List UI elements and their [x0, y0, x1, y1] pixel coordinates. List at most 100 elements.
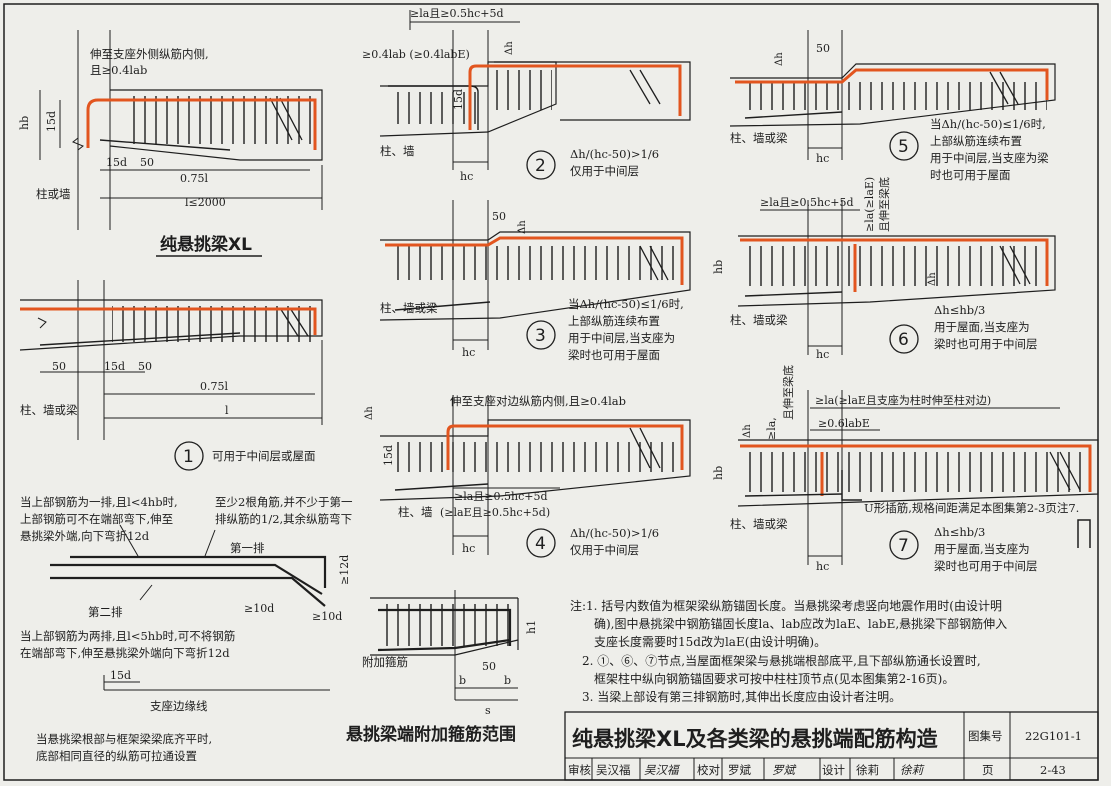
- fig-5-50: 50: [816, 42, 830, 55]
- fig-7-line2: 用于屋面,当支座为: [934, 542, 1030, 556]
- fig-stirrup-s: s: [485, 704, 491, 717]
- title-block-designer: 徐莉: [856, 763, 879, 777]
- fig-3-line3: 用于中间层,当支座为: [568, 331, 675, 345]
- notes-line5: 框架柱中纵向钢筋锚固要求可按中柱柱顶节点(见本图集第2-16页)。: [594, 671, 954, 686]
- fig-top-left-dim-50: 50: [140, 156, 154, 169]
- fig-2-number: 2: [535, 156, 546, 176]
- fig-3-hc: hc: [462, 346, 475, 359]
- fig-7-hc: hc: [816, 560, 829, 573]
- fig-2-15d: 15d: [452, 89, 465, 110]
- fig-7-delta: Δh: [742, 424, 753, 438]
- fig-2-hc: hc: [460, 170, 473, 183]
- fig-4: [379, 395, 691, 555]
- fig-2-top-dim: ≥la且≥0.5hc+5d: [410, 7, 504, 20]
- fig-7-vert-1: ≥la,: [765, 417, 778, 440]
- fig-1-dim-50b: 50: [138, 360, 152, 373]
- fig-bars-two-2: 在端部弯下,伸至悬挑梁外端向下弯折12d: [20, 646, 230, 660]
- fig-bars-edge: 支座边缘线: [150, 699, 208, 713]
- title-block-designer-sig: 徐莉: [900, 763, 925, 777]
- fig-top-left-note-1: 伸至支座外侧纵筋内侧,: [90, 47, 209, 61]
- fig-5-line4: 时也可用于屋面: [930, 168, 1011, 182]
- fig-4-top-note: 伸至支座对边纵筋内侧,且≥0.4lab: [450, 394, 626, 408]
- fig-bars-bottom-2: 底部相同直径的纵筋可拉通设置: [36, 749, 197, 763]
- fig-6-delta: Δh: [927, 272, 938, 286]
- notes-line3: 支座长度需要时15d改为laE(由设计明确)。: [594, 634, 826, 649]
- fig-stirrup-50: 50: [482, 660, 496, 673]
- title-block-atlas-no: 22G101-1: [1025, 729, 1082, 743]
- title-block-design-label: 设计: [822, 763, 845, 777]
- fig-top-left-dim-15d: 15d: [45, 111, 58, 132]
- fig-7-number: 7: [898, 536, 909, 556]
- fig-stirrup-label: 附加箍筋: [362, 655, 408, 669]
- fig-7-top-dim: ≥la(≥laE且支座为柱时伸至柱对边): [815, 393, 991, 407]
- fig-1-dim-l: l: [225, 404, 229, 417]
- notes-line4: 2. ①、⑥、⑦节点,当屋面框架梁与悬挑端根部底平,且下部纵筋通长设置时,: [582, 653, 981, 668]
- fig-6-hb: hb: [712, 260, 725, 274]
- fig-bars-row2: 第二排: [88, 605, 123, 619]
- fig-5-hc: hc: [816, 152, 829, 165]
- fig-3-line2: 上部纵筋连续布置: [568, 314, 660, 328]
- fig-6: [737, 200, 1056, 355]
- title-block-page-no: 2-43: [1040, 763, 1066, 777]
- fig-6-line3: 梁时也可用于中间层: [934, 337, 1038, 351]
- fig-bars-two-1: 当上部钢筋为两排,且l<5hb时,可不将钢筋: [20, 629, 235, 643]
- fig-top-left-support: 柱或墙: [36, 187, 71, 201]
- notes-line1: 注:1. 括号内数值为框架梁纵筋锚固长度。当悬挑梁考虑竖向地震作用时(由设计明: [570, 598, 1002, 613]
- fig-7-inner-dim: ≥0.6labE: [818, 417, 870, 430]
- fig-bars: [50, 524, 330, 691]
- fig-top-left-dim-075l: 0.75l: [180, 172, 208, 185]
- fig-5-support: 柱、墙或梁: [730, 131, 788, 145]
- fig-top-left: [39, 30, 323, 230]
- fig-stirrup-title: 悬挑梁端附加箍筋范围: [346, 724, 516, 745]
- fig-stirrup-h1: h1: [525, 620, 538, 634]
- fig-6-top-dim: ≥la且≥0.5hc+5d: [760, 196, 854, 209]
- fig-1-support: 柱、墙或梁: [20, 403, 78, 417]
- fig-5-cond: 当Δh/(hc-50)≤1/6时,: [930, 117, 1046, 131]
- fig-6-line2: 用于屋面,当支座为: [934, 320, 1030, 334]
- fig-4-number: 4: [535, 534, 546, 554]
- title-block-atlas-label: 图集号: [968, 729, 1003, 743]
- fig-6-vert-2: 且伸至梁底: [877, 177, 891, 232]
- fig-4-15d: 15d: [382, 445, 395, 466]
- fig-7-vert-2: 且伸至梁底: [781, 365, 795, 420]
- fig-top-left-dim-hb: hb: [18, 116, 31, 130]
- fig-stirrup-b2: b: [504, 674, 511, 687]
- fig-6-hc: hc: [816, 348, 829, 361]
- fig-3: [379, 200, 691, 350]
- title-block: [564, 711, 1099, 781]
- fig-1-number: 1: [183, 447, 194, 467]
- title-block-reviewer-sig: 吴汉福: [644, 763, 681, 777]
- fig-3-50: 50: [492, 210, 506, 223]
- fig-4-use: 仅用于中间层: [570, 543, 639, 557]
- title-block-checker: 罗斌: [728, 763, 751, 777]
- fig-4-delta: Δh: [364, 406, 375, 420]
- fig-top-left-dim-l: l≤2000: [185, 196, 226, 209]
- title-block-title: 纯悬挑梁XL及各类梁的悬挑端配筋构造: [572, 727, 939, 751]
- fig-7-u-note: U形插筋,规格间距满足本图集第2-3页注7.: [864, 501, 1079, 515]
- notes-line2: 确),图中悬挑梁中钢筋锚固长度la、lab应改为laE、labE,悬挑梁下部钢筋…: [594, 616, 1007, 631]
- title-block-reviewer: 吴汉福: [596, 763, 631, 777]
- fig-2: [379, 10, 691, 170]
- fig-top-left-title: 纯悬挑梁XL: [160, 234, 252, 255]
- fig-5-number: 5: [898, 137, 909, 157]
- fig-3-delta: Δh: [517, 220, 528, 234]
- fig-4-hc: hc: [462, 542, 475, 555]
- fig-7: [737, 390, 1099, 565]
- fig-5: [729, 30, 1056, 160]
- fig-5-line2: 上部纵筋连续布置: [930, 134, 1022, 148]
- fig-5-delta: Δh: [774, 52, 785, 66]
- fig-stirrup-b1: b: [459, 674, 466, 687]
- fig-bars-12d: ≥12d: [338, 555, 351, 585]
- fig-bars-10d-b: ≥10d: [312, 610, 342, 623]
- fig-6-number: 6: [898, 330, 909, 350]
- fig-7-cond: Δh≤hb/3: [934, 525, 985, 539]
- fig-6-cond: Δh≤hb/3: [934, 303, 985, 317]
- fig-1-dim-075l: 0.75l: [200, 380, 228, 393]
- fig-1-dim-50: 50: [52, 360, 66, 373]
- fig-3-support: 柱、墙或梁: [380, 301, 438, 315]
- fig-top-left-note-2: 且≥0.4lab: [90, 63, 147, 77]
- title-block-checker-sig: 罗斌: [772, 763, 796, 777]
- fig-7-hb: hb: [712, 466, 725, 480]
- fig-6-support: 柱、墙或梁: [730, 313, 788, 327]
- fig-4-support: 柱、墙: [398, 505, 433, 519]
